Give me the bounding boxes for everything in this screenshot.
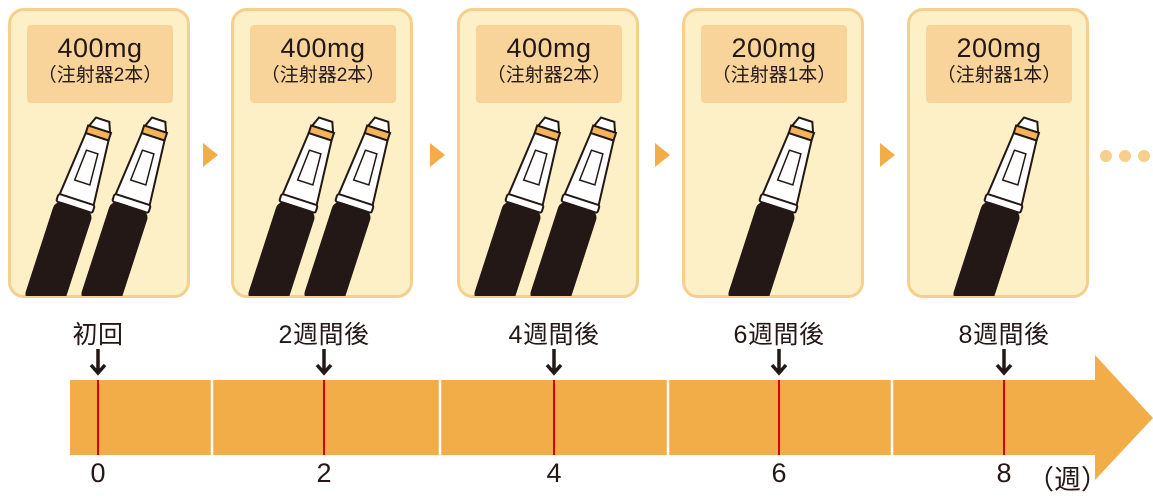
tick-label: 8 — [996, 458, 1012, 488]
down-arrow-icon — [315, 349, 333, 376]
down-arrow-icon — [995, 349, 1013, 376]
ellipsis-dot — [1100, 150, 1112, 162]
tick-label: 6 — [771, 458, 787, 488]
tick-label: 2 — [316, 458, 332, 488]
syringe-count: （注射器2本） — [37, 65, 163, 86]
next-arrow-icon — [203, 143, 218, 167]
stage-label-8: 8週間後 — [958, 321, 1050, 349]
timeline-arrow — [70, 355, 1153, 480]
syringe-count: （注射器2本） — [260, 65, 386, 86]
ellipsis-dot — [1138, 150, 1150, 162]
next-arrow-icon — [655, 143, 670, 167]
ellipsis-icon — [1100, 150, 1153, 164]
dose-amount: 400mg — [280, 33, 366, 63]
down-arrow-icon — [770, 349, 788, 376]
dose-card-3: 400mg （注射器2本） — [457, 8, 639, 298]
dose-card-1: 400mg （注射器2本） — [8, 8, 190, 298]
pen-injector-icon — [22, 112, 179, 296]
pen-injector-icon — [725, 112, 826, 296]
dose-amount: 400mg — [506, 33, 592, 63]
pen-injector-icon — [245, 112, 402, 296]
dose-amount: 400mg — [57, 33, 143, 63]
next-arrow-icon — [880, 143, 895, 167]
syringe-count: （注射器2本） — [486, 65, 612, 86]
dose-label: 400mg （注射器2本） — [476, 25, 622, 103]
next-arrow-icon — [430, 143, 445, 167]
dose-label: 400mg （注射器2本） — [250, 25, 396, 103]
syringe-count: （注射器1本） — [936, 65, 1062, 86]
stage-label-0: 初回 — [72, 321, 124, 349]
stage-label-6: 6週間後 — [733, 321, 825, 349]
dose-card-2: 400mg （注射器2本） — [231, 8, 413, 298]
pen-injector-icon — [950, 112, 1051, 296]
timeline-bar — [70, 355, 1153, 480]
down-arrow-icon — [89, 349, 107, 376]
stage-label-4: 4週間後 — [508, 321, 600, 349]
dose-label: 400mg （注射器2本） — [27, 25, 173, 103]
dose-label: 200mg （注射器1本） — [701, 25, 847, 103]
ellipsis-dot — [1119, 150, 1131, 162]
dose-card-5: 200mg （注射器1本） — [907, 8, 1089, 298]
unit-label: （週） — [1027, 465, 1108, 495]
dose-card-4: 200mg （注射器1本） — [682, 8, 864, 298]
pen-injector-icon — [471, 112, 628, 296]
down-arrow-icon — [545, 349, 563, 376]
syringe-count: （注射器1本） — [711, 65, 837, 86]
tick-label: 0 — [90, 458, 106, 488]
stage-label-2: 2週間後 — [278, 321, 370, 349]
dose-label: 200mg （注射器1本） — [926, 25, 1072, 103]
tick-label: 4 — [546, 458, 562, 488]
dose-amount: 200mg — [731, 33, 817, 63]
dose-amount: 200mg — [956, 33, 1042, 63]
